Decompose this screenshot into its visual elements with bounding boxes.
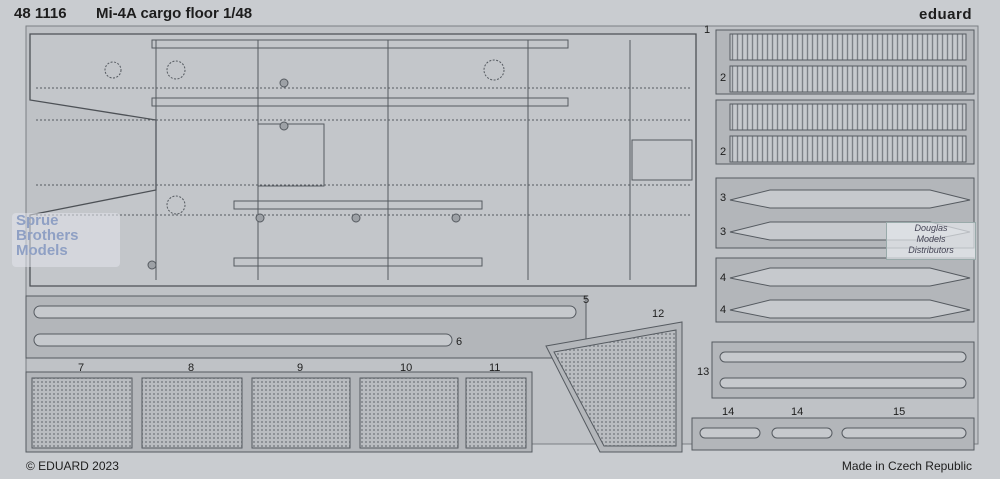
- made-in-text: Made in Czech Republic: [841, 459, 972, 473]
- part-label-9: 9: [297, 362, 304, 374]
- part-label-13: 13: [697, 366, 710, 378]
- small-strips: [691, 417, 975, 451]
- slat-panels: [715, 29, 975, 165]
- part-label-3a: 3: [720, 192, 727, 204]
- part-label-14b: 14: [791, 406, 804, 418]
- part-label-3b: 3: [720, 226, 727, 238]
- part-label-7: 7: [78, 362, 85, 374]
- part-label-5: 5: [583, 294, 590, 306]
- part-label-10: 10: [400, 362, 413, 374]
- part-label-12: 12: [652, 308, 665, 320]
- part-label-8: 8: [188, 362, 195, 374]
- part-label-6: 6: [456, 336, 463, 348]
- part-label-1: 1: [704, 24, 711, 36]
- rail-pair-13: [711, 341, 975, 399]
- watermark-sprue-brothers: Sprue Brothers Models: [12, 213, 120, 267]
- cargo-floor-panel: [29, 33, 697, 287]
- sheet-title: Mi-4A cargo floor 1/48: [96, 5, 253, 22]
- mesh-panels: [25, 371, 533, 453]
- part-label-4a: 4: [720, 272, 727, 284]
- watermark-douglas-models: Douglas Models Distributors: [886, 222, 976, 260]
- long-strips: [25, 295, 587, 359]
- part-label-2b: 2: [720, 146, 727, 158]
- part-label-4b: 4: [720, 304, 727, 316]
- part-label-14a: 14: [722, 406, 735, 418]
- brand-logo: eduard: [918, 6, 972, 23]
- tapered-mesh-panel: [545, 321, 683, 453]
- copyright-text: © EDUARD 2023: [26, 459, 119, 473]
- part-label-2a: 2: [720, 72, 727, 84]
- sheet-code: 48 1116: [14, 5, 67, 22]
- part-label-11: 11: [489, 362, 501, 374]
- part-label-15: 15: [893, 406, 906, 418]
